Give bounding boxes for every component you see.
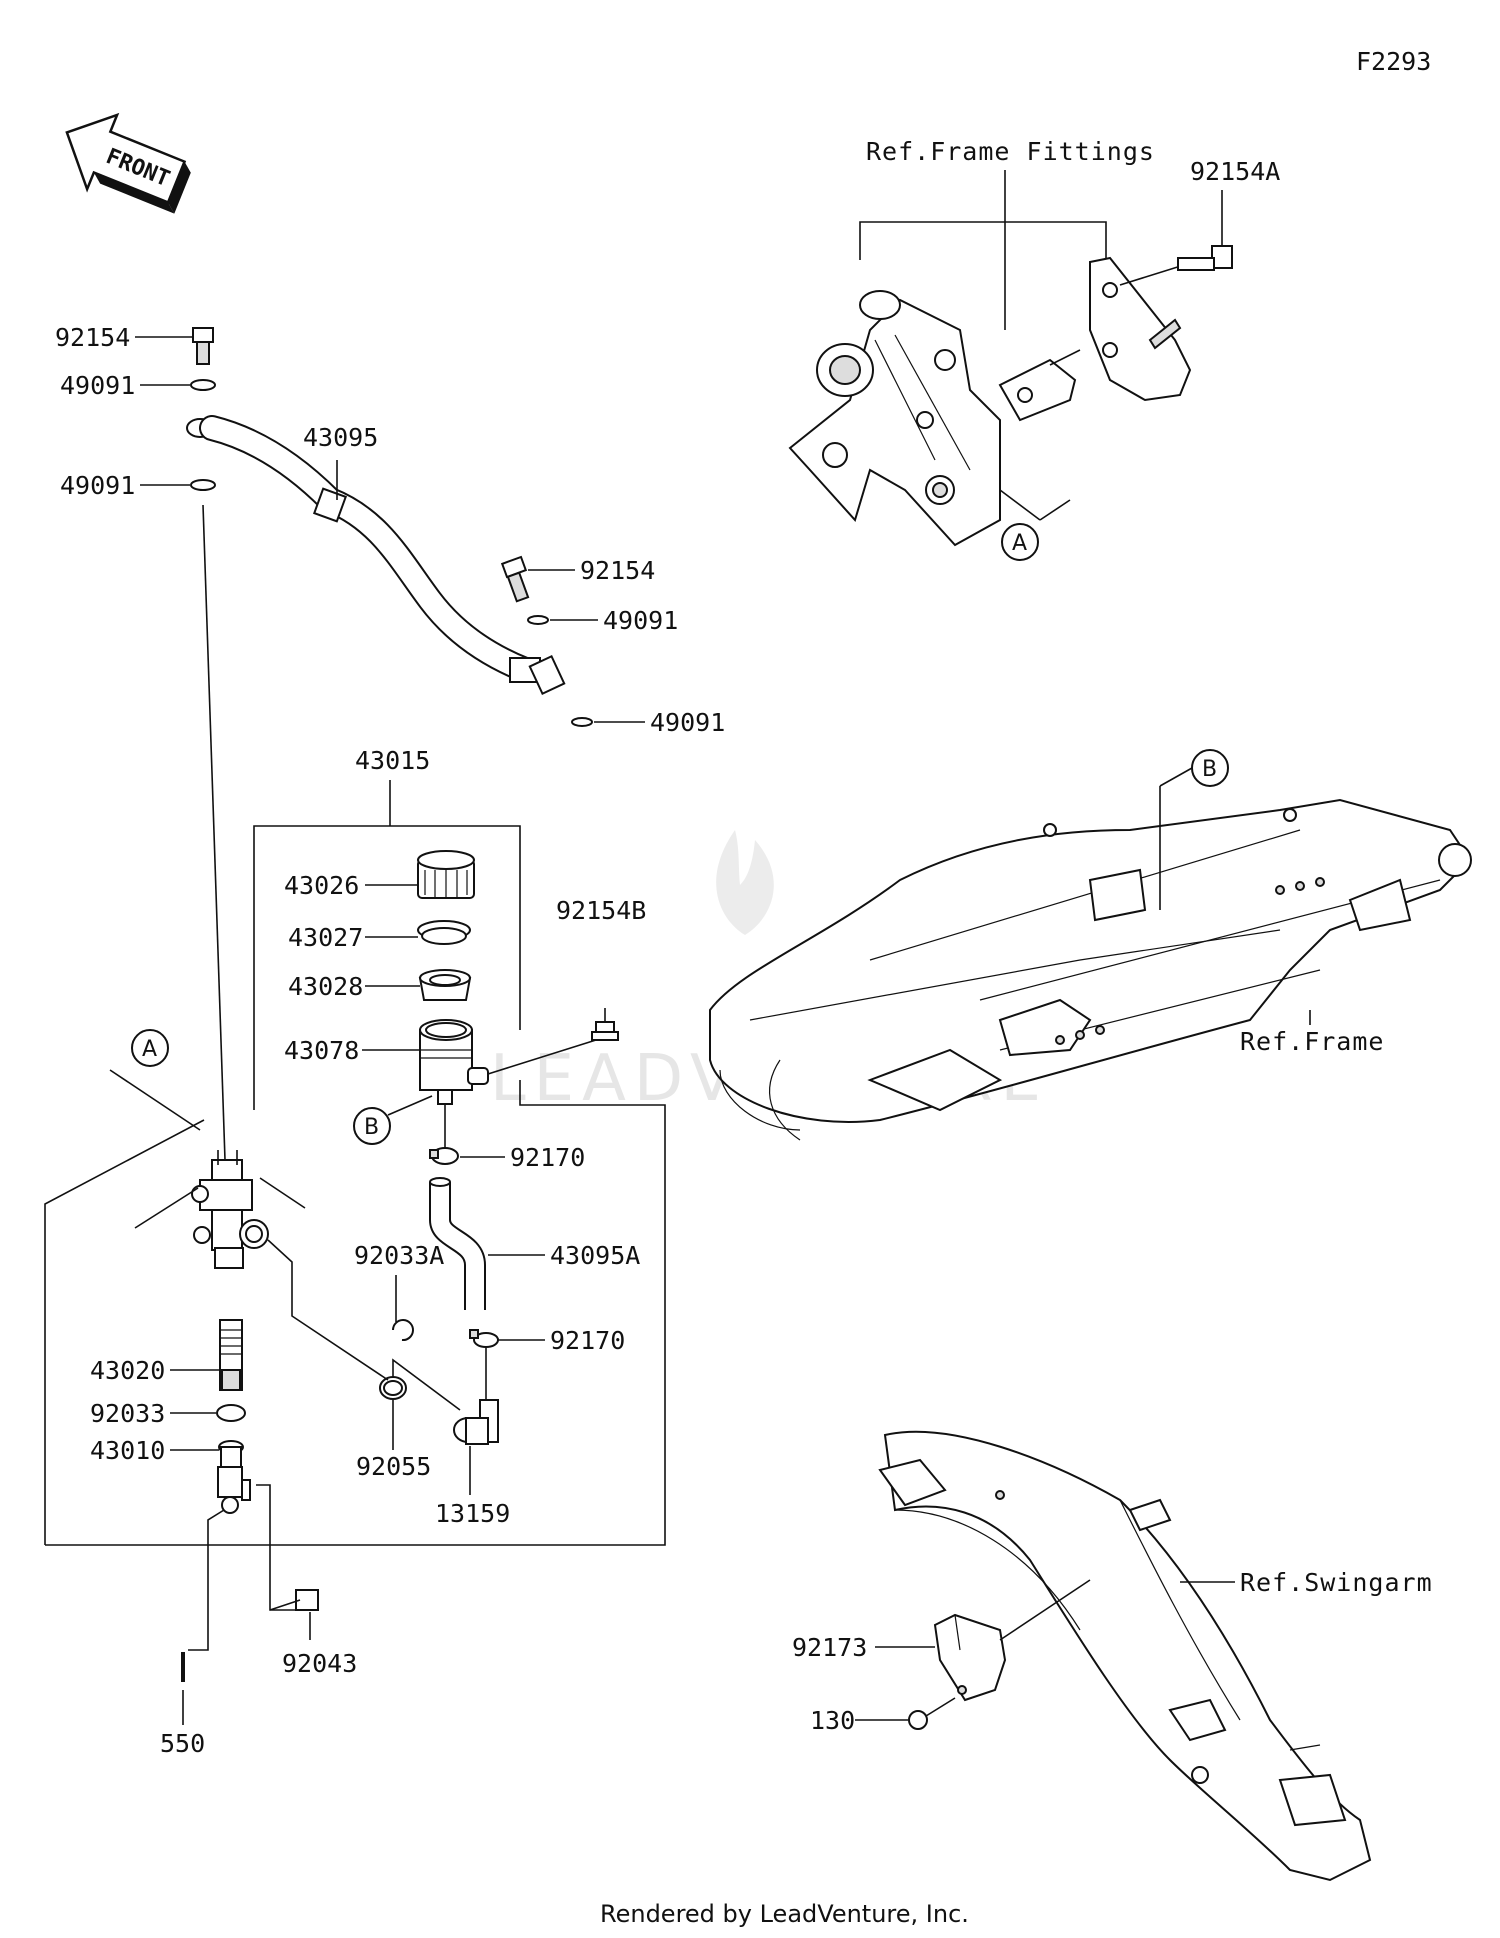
circle-a-left-label: A xyxy=(142,1037,157,1062)
banjo-bolt-mid xyxy=(500,555,530,603)
ref-frame: Ref.Frame xyxy=(1240,1027,1384,1056)
label-43027: 43027 xyxy=(288,923,363,952)
washer-49091-b xyxy=(190,479,216,491)
circlip-92033A xyxy=(392,1319,414,1342)
label-13159: 13159 xyxy=(435,1499,510,1528)
washer-49091-a xyxy=(190,379,216,391)
footpeg-bracket xyxy=(788,290,1001,547)
ref-frame-fittings: Ref.Frame Fittings xyxy=(866,137,1155,166)
label-92043: 92043 xyxy=(282,1649,357,1678)
clamp-92170-b xyxy=(469,1329,499,1400)
label-49091-d: 49091 xyxy=(650,708,725,737)
piston-43020 xyxy=(219,1319,243,1391)
label-92154A: 92154A xyxy=(1190,157,1280,186)
label-92055: 92055 xyxy=(356,1452,431,1481)
circle-a-right-label: A xyxy=(1012,531,1027,556)
label-92170-b: 92170 xyxy=(550,1326,625,1355)
brake-hose-43095 xyxy=(199,415,566,695)
callout-circle-a-left xyxy=(131,1029,169,1067)
plate-43027 xyxy=(417,920,471,945)
swingarm-outline xyxy=(878,1430,1372,1882)
washer-49091-c xyxy=(527,615,549,625)
label-92173: 92173 xyxy=(792,1633,867,1662)
label-49091-b: 49091 xyxy=(60,471,135,500)
label-130: 130 xyxy=(810,1706,855,1735)
label-43015: 43015 xyxy=(355,746,430,775)
circle-b-right-label: B xyxy=(1202,757,1217,782)
label-43020: 43020 xyxy=(90,1356,165,1385)
reservoir-cap-43026 xyxy=(417,850,475,899)
clamp-92173 xyxy=(933,1613,1007,1702)
banjo-bolt-top xyxy=(192,327,214,365)
joint-13159 xyxy=(453,1399,499,1445)
heel-guard-plate xyxy=(998,256,1192,422)
master-cylinder-body xyxy=(134,1150,306,1269)
label-49091-c: 49091 xyxy=(603,606,678,635)
circlip-92033 xyxy=(216,1404,246,1422)
hose-43095A xyxy=(429,1177,486,1310)
washer-49091-d xyxy=(571,717,593,727)
label-43010: 43010 xyxy=(90,1436,165,1465)
push-rod-43010 xyxy=(217,1440,251,1514)
pin-92043 xyxy=(269,1589,319,1611)
label-43095: 43095 xyxy=(303,423,378,452)
frame-outline xyxy=(709,798,1472,1141)
label-43028: 43028 xyxy=(288,972,363,1001)
label-43078: 43078 xyxy=(284,1036,359,1065)
label-92170-a: 92170 xyxy=(510,1143,585,1172)
reservoir-43078 xyxy=(419,1019,489,1105)
bolt-92154A xyxy=(1177,245,1233,271)
bolt-92154B xyxy=(487,1021,619,1075)
label-43095A: 43095A xyxy=(550,1241,640,1270)
front-arrow-icon: FRONT xyxy=(65,112,191,214)
ref-swingarm: Ref.Swingarm xyxy=(1240,1568,1433,1597)
label-550: 550 xyxy=(160,1729,205,1758)
footer-credit: Rendered by LeadVenture, Inc. xyxy=(600,1900,969,1928)
label-92154-top: 92154 xyxy=(55,323,130,352)
label-92154B: 92154B xyxy=(556,896,646,925)
label-49091-a: 49091 xyxy=(60,371,135,400)
label-92033: 92033 xyxy=(90,1399,165,1428)
callout-circle-b-left xyxy=(353,1107,391,1145)
bolt-130 xyxy=(908,1697,956,1730)
clamp-92170-a xyxy=(429,1104,459,1165)
diagram-code: F2293 xyxy=(1356,47,1431,76)
callout-circle-a-right xyxy=(1001,523,1039,561)
label-92033A: 92033A xyxy=(354,1241,444,1270)
diaphragm-43028 xyxy=(418,969,472,1001)
label-43026: 43026 xyxy=(284,871,359,900)
circle-b-left-label: B xyxy=(364,1115,379,1140)
label-92154-mid: 92154 xyxy=(580,556,655,585)
